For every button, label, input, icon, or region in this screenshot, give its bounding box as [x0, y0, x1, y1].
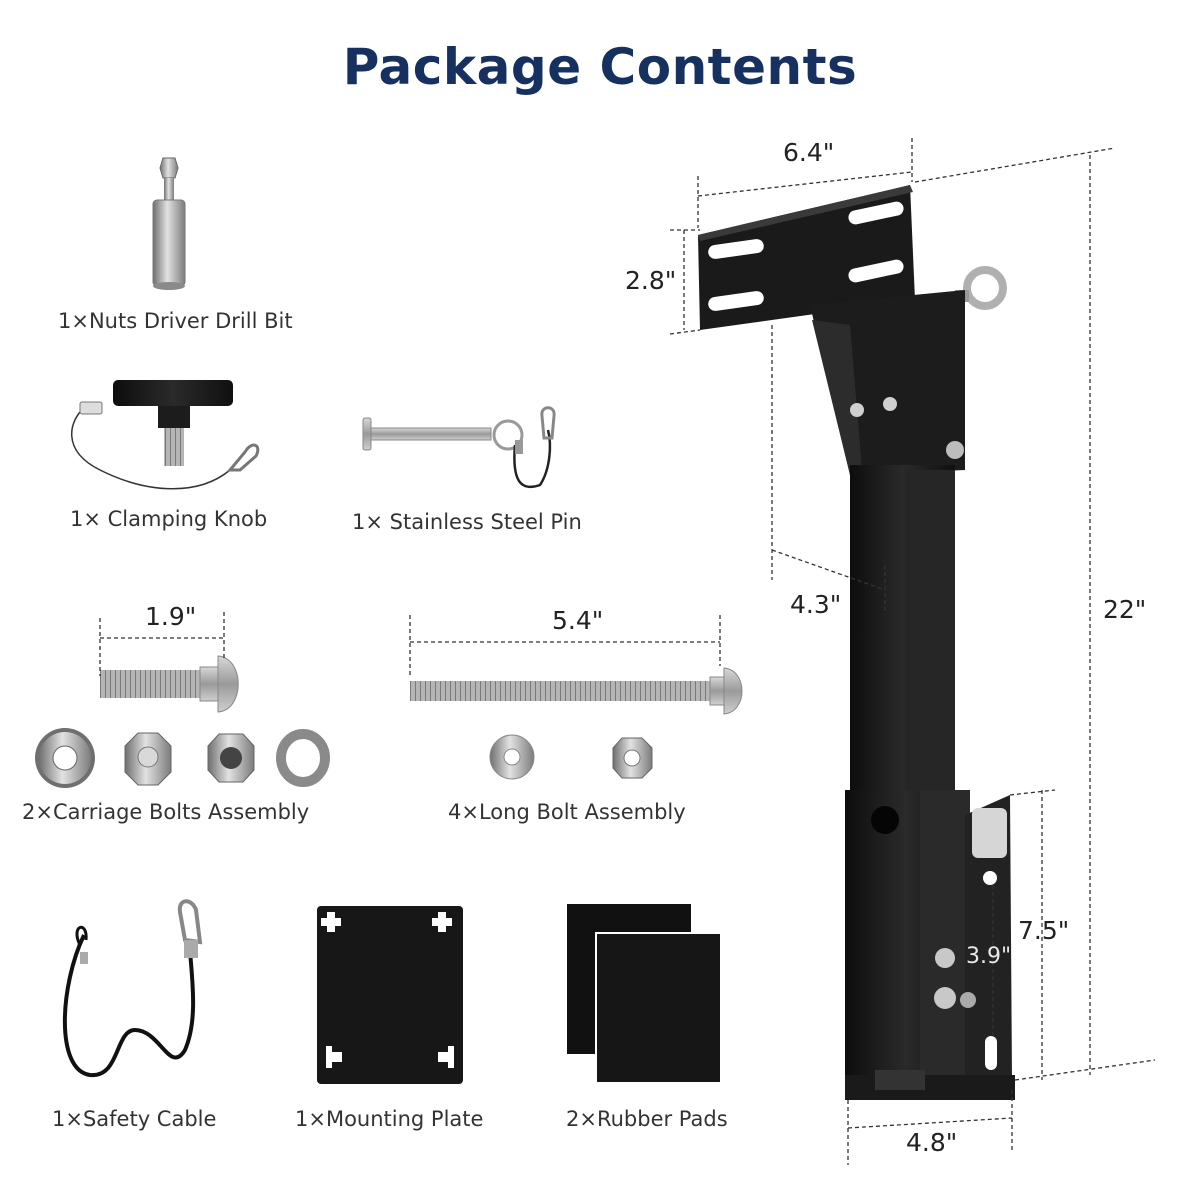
dim-plate-width: 6.4" [783, 138, 835, 167]
nuts-driver-drill-bit [152, 157, 186, 290]
label-safety-cable: 1×Safety Cable [52, 1107, 217, 1131]
clamping-knob [71, 380, 260, 490]
label-carriage-bolts: 2×Carriage Bolts Assembly [22, 800, 310, 824]
carriage-bolt-hardware [35, 728, 330, 788]
safety-cable [62, 899, 203, 1078]
dim-base-width: 4.8" [906, 1128, 958, 1157]
label-nuts-driver: 1×Nuts Driver Drill Bit [58, 309, 293, 333]
rubber-pads [567, 904, 722, 1084]
long-bolt-hardware [489, 734, 653, 780]
dim-long-bolt-length: 5.4" [552, 606, 604, 635]
main-bracket [698, 185, 1015, 1100]
dim-plate-height: 2.8" [625, 266, 677, 295]
dim-hole-spacing: 3.9" [966, 944, 1012, 969]
mounting-plate [317, 906, 463, 1084]
dim-lower-section: 7.5" [1018, 916, 1070, 945]
page-title: Package Contents [342, 38, 858, 96]
stainless-steel-pin [362, 406, 556, 489]
label-mounting-plate: 1×Mounting Plate [295, 1107, 484, 1131]
dimension-lines [99, 138, 1156, 1165]
label-long-bolt: 4×Long Bolt Assembly [448, 800, 686, 824]
carriage-bolt [100, 655, 239, 713]
label-clamping-knob: 1× Clamping Knob [70, 507, 268, 531]
label-rubber-pads: 2×Rubber Pads [566, 1107, 728, 1131]
dim-carriage-bolt-length: 1.9" [145, 602, 197, 631]
long-bolt [410, 667, 743, 715]
label-steel-pin: 1× Stainless Steel Pin [352, 510, 582, 534]
dim-arm-offset: 4.3" [790, 590, 842, 619]
dim-total-height: 22" [1103, 595, 1147, 624]
